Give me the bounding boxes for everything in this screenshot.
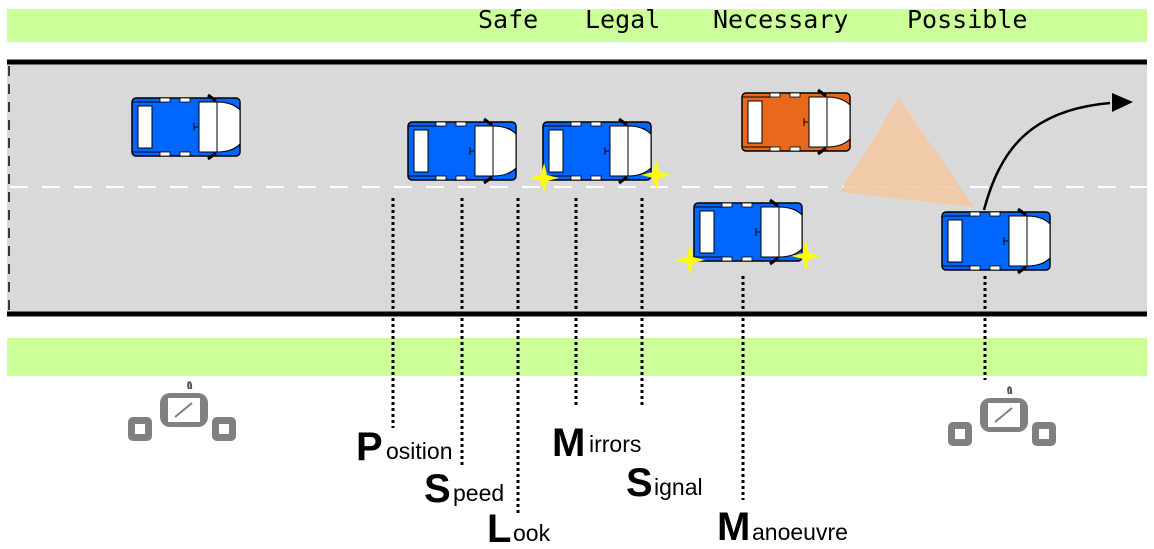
car-manoeuvre [692, 198, 804, 266]
step-manoeuvre-initial: M [717, 505, 750, 549]
step-signal-initial: S [626, 461, 653, 505]
step-speed-initial: S [424, 467, 451, 511]
step-signal-rest: ignal [654, 474, 703, 500]
car-start [130, 93, 242, 161]
step-position-initial: P [356, 425, 383, 469]
criterion-legal: Legal [585, 5, 660, 34]
overtake-path-arrow [982, 101, 1111, 211]
car-rear [940, 207, 1052, 275]
top-verge [7, 9, 1147, 42]
step-mirrors-initial: M [552, 421, 585, 465]
car-position [406, 117, 518, 185]
step-position-rest: osition [386, 438, 452, 464]
step-speed-rest: peed [453, 480, 504, 506]
mirror-icon [947, 386, 1057, 447]
arrow-head-icon [1112, 93, 1133, 112]
criterion-possible: Possible [907, 5, 1027, 34]
step-mirrors-rest: irrors [589, 431, 641, 457]
mirror-icon [127, 381, 237, 442]
car-mirrors-signal [541, 117, 653, 185]
criterion-safe: Safe [478, 5, 538, 34]
step-look-rest: ook [513, 520, 551, 546]
step-look-initial: L [487, 507, 511, 549]
step-manoeuvre-rest: anoeuvre [752, 519, 848, 545]
car-other [741, 88, 851, 156]
hazard-cone [840, 98, 974, 207]
criterion-necessary: Necessary [713, 5, 848, 34]
